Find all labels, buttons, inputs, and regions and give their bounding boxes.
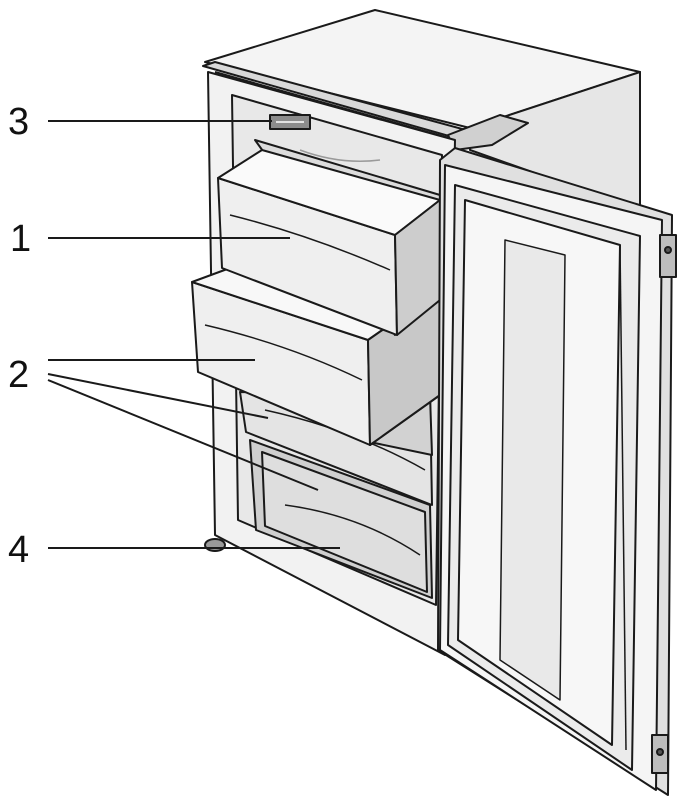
callout-1: 1 [10, 218, 32, 260]
front-foot [204, 538, 226, 552]
door-hinge-top [659, 234, 677, 278]
callout-3: 3 [8, 101, 30, 143]
leader-2b [47, 373, 269, 419]
leader-2c [47, 379, 319, 491]
door-panel [499, 239, 566, 701]
callout-4: 4 [8, 529, 30, 571]
callout-2: 2 [8, 354, 30, 396]
